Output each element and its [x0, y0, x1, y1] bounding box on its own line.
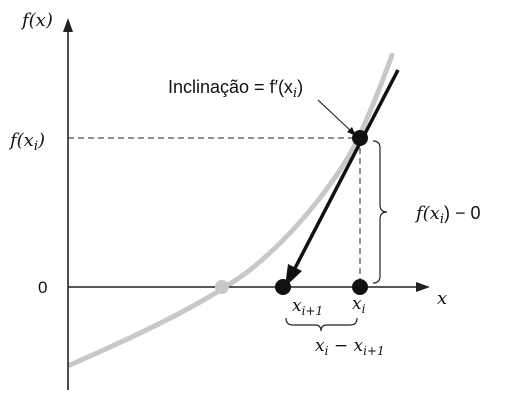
distance-bracket: [285, 317, 358, 332]
slope-label: Inclinação = f′(xi): [168, 77, 303, 101]
xi-label: xi: [352, 294, 366, 316]
tangent-arrowhead: [285, 264, 302, 287]
tangent-point: [352, 130, 368, 146]
xi1-point: [275, 279, 291, 295]
height-label: f(xi) − 0: [414, 203, 481, 227]
y-axis-label: f(x): [20, 10, 53, 31]
y-axis-arrowhead: [63, 18, 73, 32]
slope-pointer: [317, 99, 353, 133]
tangent-line: [291, 69, 400, 273]
root-point: [215, 280, 229, 294]
function-curve: [67, 52, 395, 368]
difference-label: xi − xi+1: [315, 336, 385, 358]
xi1-label: xi+1: [292, 296, 323, 318]
xi-point: [352, 279, 368, 295]
fxi-axis-label: f(xi): [8, 130, 45, 154]
height-bracket: [372, 140, 388, 284]
x-axis-label: x: [437, 288, 447, 309]
zero-label: 0: [38, 278, 47, 297]
x-axis-arrowhead: [416, 282, 430, 292]
